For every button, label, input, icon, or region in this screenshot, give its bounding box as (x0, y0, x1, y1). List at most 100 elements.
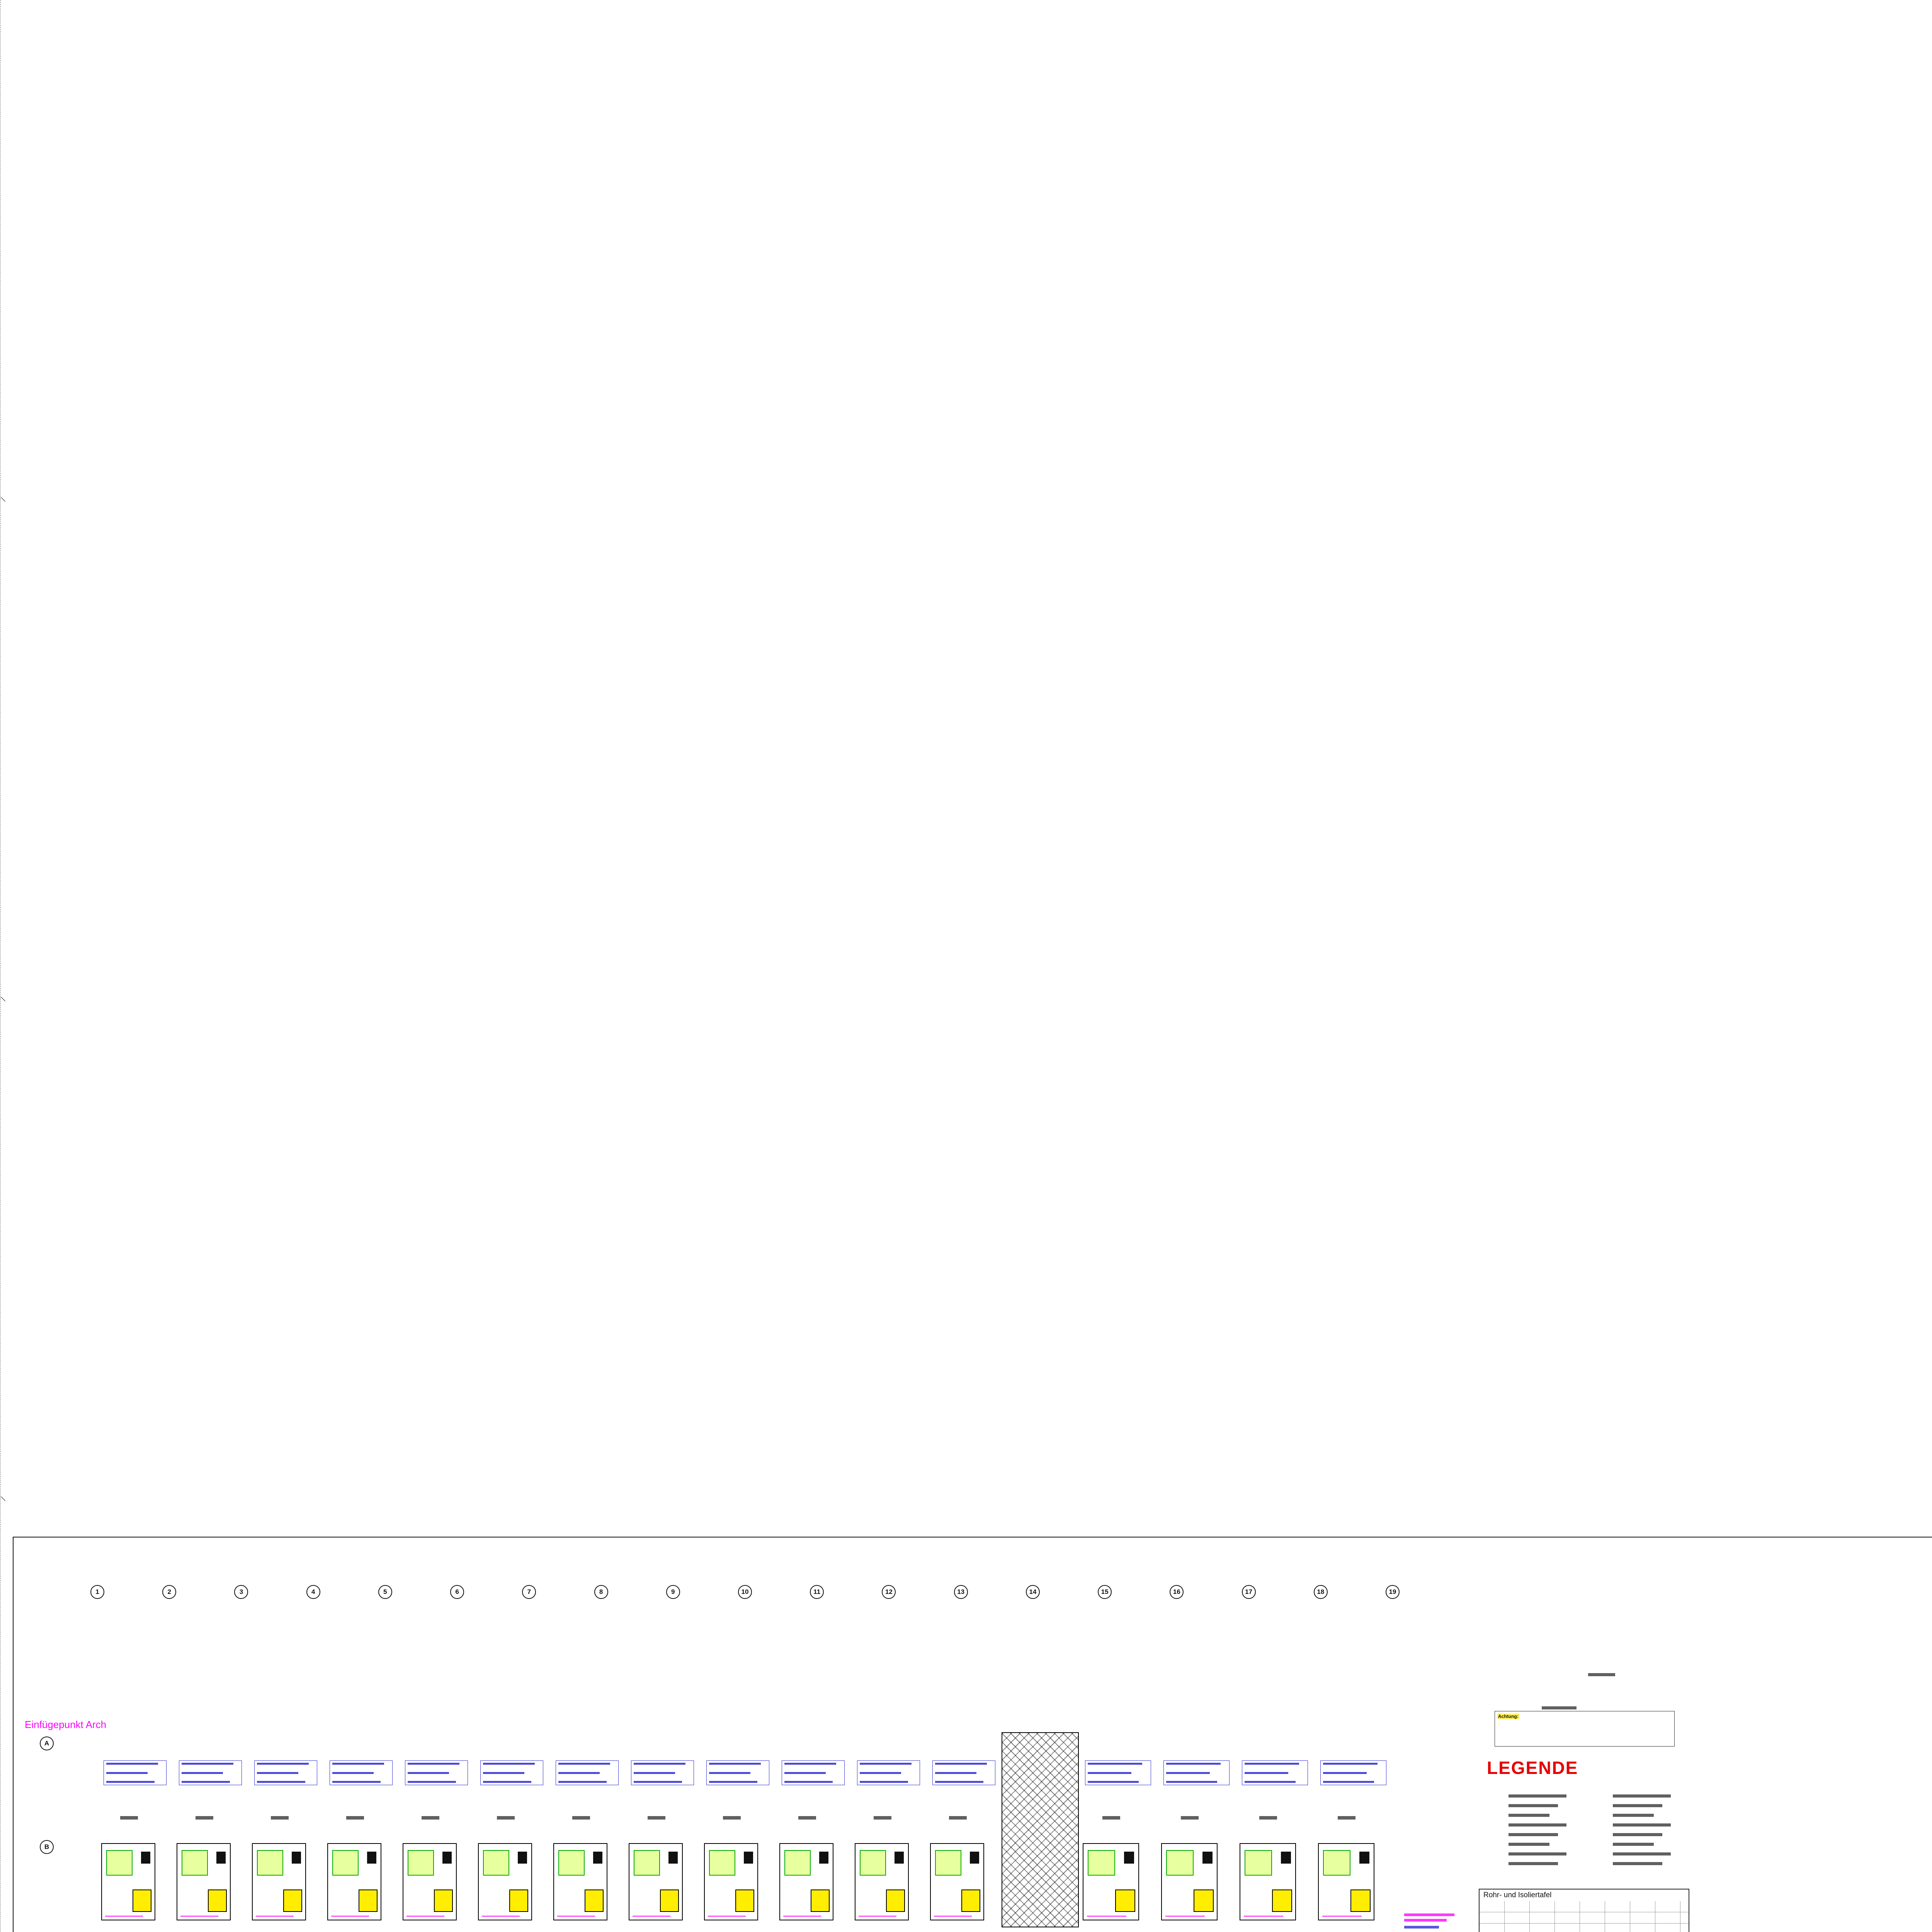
text-placeholder (647, 1816, 665, 1820)
room-label-text (1088, 1763, 1143, 1765)
pod-fixture-g (1088, 1850, 1116, 1876)
pod-fixture-g (935, 1850, 962, 1876)
room-label-box (330, 1760, 393, 1785)
room-label-box (1085, 1760, 1151, 1785)
text-placeholder (1613, 1852, 1671, 1855)
room-label-text (1088, 1781, 1139, 1783)
text-placeholder (1509, 1794, 1566, 1798)
room-label-text (483, 1772, 525, 1774)
room-label-text (709, 1763, 761, 1765)
room-label-text (709, 1772, 751, 1774)
room-label-text (408, 1763, 460, 1765)
pod-fixture-b (291, 1851, 301, 1864)
room-label-text (332, 1772, 374, 1774)
pod-fixture-g (558, 1850, 585, 1876)
pod-fixture-m (1165, 1916, 1205, 1917)
text-placeholder (1509, 1843, 1549, 1846)
room-label-text (860, 1763, 912, 1765)
text-placeholder (1404, 1919, 1447, 1922)
pod-fixture-m (934, 1916, 972, 1917)
pipe-table-grid (1480, 1901, 1689, 1932)
text-placeholder (949, 1816, 967, 1820)
pod-fixture-b (593, 1851, 603, 1864)
room-label-text (634, 1763, 686, 1765)
pod-fixture-b (141, 1851, 151, 1864)
text-placeholder (1102, 1816, 1120, 1820)
bathroom-pod (629, 1843, 683, 1920)
bathroom-pod (478, 1843, 532, 1920)
pod-fixture-m (557, 1916, 595, 1917)
bathroom-pod (1083, 1843, 1139, 1920)
bathroom-pod (1318, 1843, 1375, 1920)
room-label-text (860, 1772, 901, 1774)
room-label-box (932, 1760, 995, 1785)
room-label-text (257, 1772, 299, 1774)
pod-fixture-y (359, 1889, 378, 1912)
pod-fixture-y (208, 1889, 227, 1912)
dimension-tick (0, 497, 6, 502)
room-label-box (782, 1760, 845, 1785)
grid-bubble: 17 (1242, 1585, 1256, 1599)
room-label-text (106, 1772, 148, 1774)
grid-bubble: 12 (882, 1585, 896, 1599)
room-label-text (860, 1781, 908, 1783)
pod-fixture-y (509, 1889, 529, 1912)
pod-fixture-b (668, 1851, 678, 1864)
room-label-box (1242, 1760, 1308, 1785)
text-placeholder (1509, 1804, 1558, 1807)
grid-bubble: 14 (1026, 1585, 1040, 1599)
pod-fixture-y (434, 1889, 453, 1912)
pod-fixture-m (783, 1916, 821, 1917)
text-placeholder (1613, 1814, 1654, 1817)
text-placeholder (497, 1816, 515, 1820)
room-label-text (558, 1763, 611, 1765)
text-placeholder (1588, 1673, 1615, 1676)
grid-bubble-row: A (40, 1736, 54, 1750)
bathroom-pod (553, 1843, 608, 1920)
grid-bubble: 1 (90, 1585, 104, 1599)
pod-fixture-y (1272, 1889, 1292, 1912)
room-label-text (332, 1763, 384, 1765)
text-placeholder (1613, 1794, 1671, 1798)
pod-fixture-m (331, 1916, 369, 1917)
pod-fixture-m (180, 1916, 219, 1917)
grid-bubble: 7 (522, 1585, 536, 1599)
bathroom-pod (1161, 1843, 1218, 1920)
pod-fixture-g (784, 1850, 811, 1876)
pod-fixture-g (1166, 1850, 1194, 1876)
grid-bubble: 15 (1098, 1585, 1112, 1599)
pod-fixture-b (969, 1851, 980, 1864)
legend-title: LEGENDE (1487, 1758, 1578, 1778)
pod-fixture-y (1194, 1889, 1214, 1912)
pod-fixture-y (133, 1889, 152, 1912)
grid-bubble: 13 (954, 1585, 968, 1599)
room-label-box (556, 1760, 619, 1785)
pod-fixture-g (859, 1850, 886, 1876)
room-label-text (1166, 1763, 1221, 1765)
pod-fixture-g (106, 1850, 133, 1876)
pod-fixture-g (709, 1850, 736, 1876)
room-label-box (104, 1760, 167, 1785)
room-label-text (709, 1781, 758, 1783)
text-placeholder (1509, 1852, 1566, 1855)
bathroom-pod (1240, 1843, 1296, 1920)
grid-bubble: 11 (810, 1585, 824, 1599)
pod-fixture-m (406, 1916, 445, 1917)
text-placeholder (1509, 1823, 1566, 1827)
text-placeholder (1613, 1823, 1671, 1827)
pod-fixture-b (1124, 1851, 1134, 1864)
room-label-text (558, 1781, 607, 1783)
room-label-box (1320, 1760, 1386, 1785)
room-label-box (480, 1760, 543, 1785)
room-label-text (1245, 1772, 1289, 1774)
pod-fixture-y (660, 1889, 679, 1912)
pod-fixture-y (735, 1889, 755, 1912)
room-label-box (706, 1760, 769, 1785)
text-placeholder (1542, 1706, 1577, 1709)
text-placeholder (873, 1816, 891, 1820)
room-label-text (1323, 1763, 1378, 1765)
pod-fixture-b (743, 1851, 753, 1864)
room-label-text (1166, 1772, 1210, 1774)
pod-fixture-b (819, 1851, 829, 1864)
